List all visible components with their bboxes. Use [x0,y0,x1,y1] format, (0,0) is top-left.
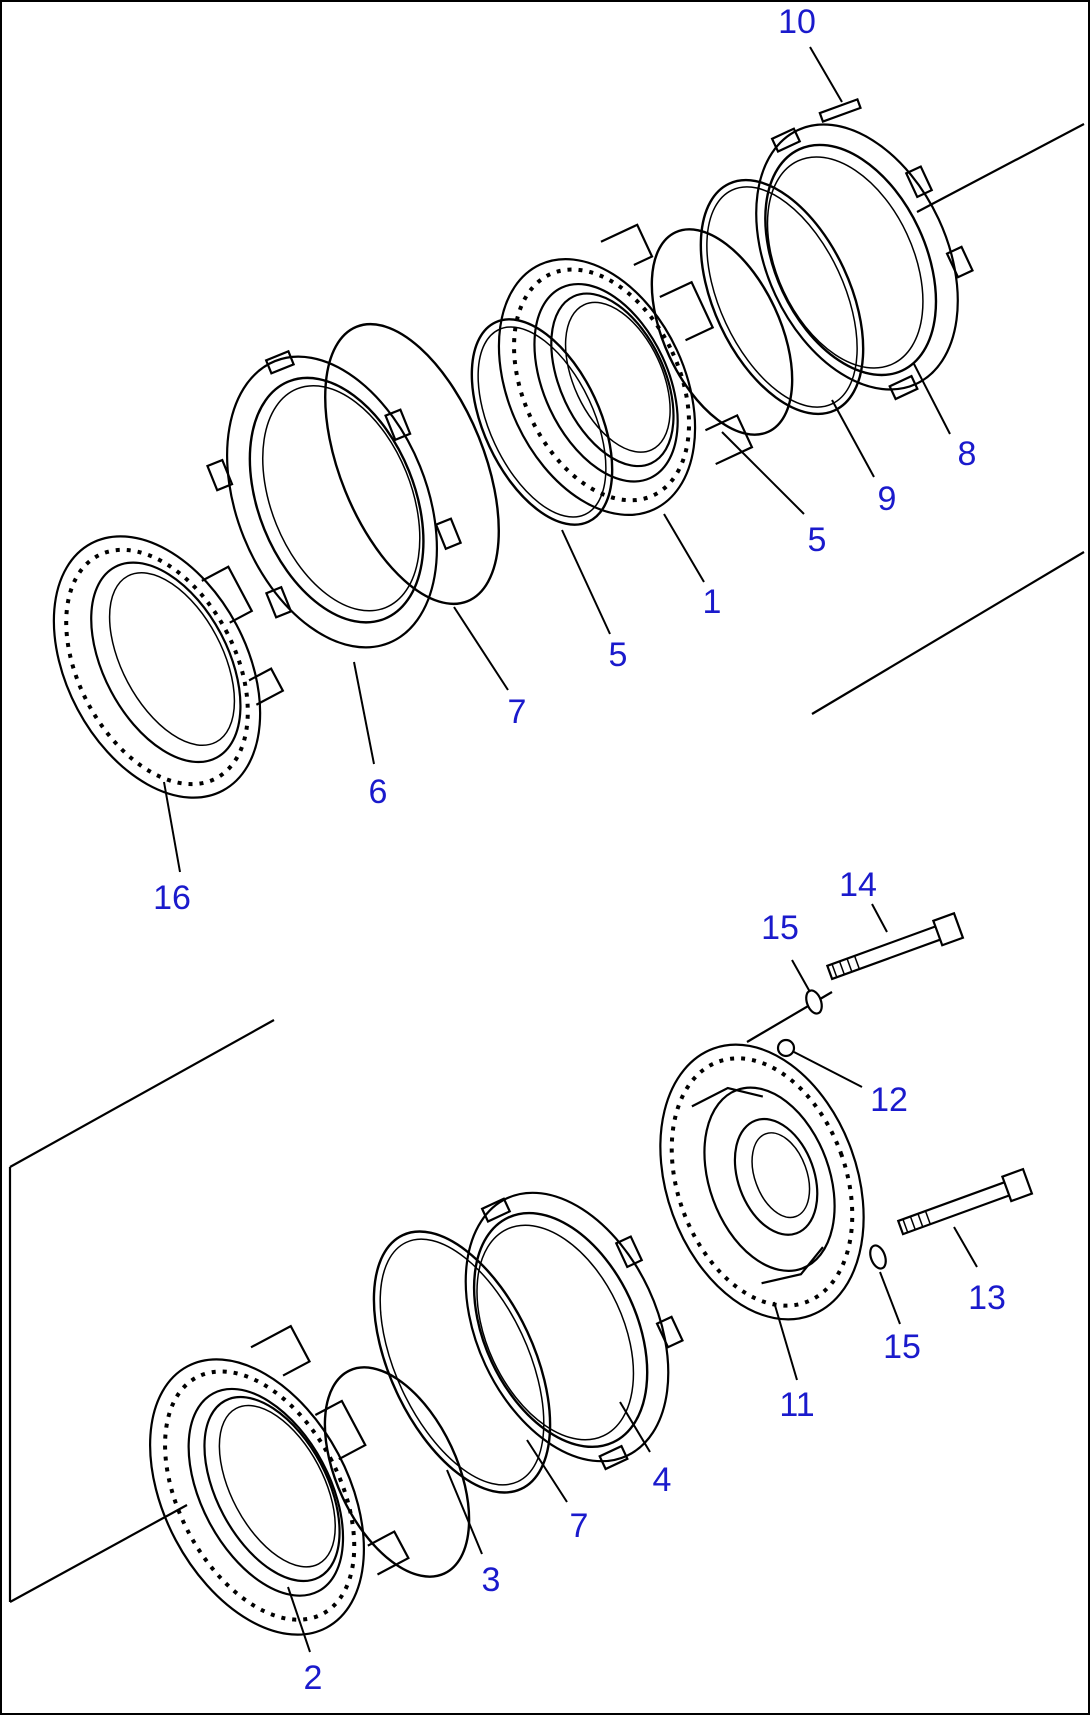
part-15-washer-upper [805,989,823,1015]
leader-5-right [721,431,805,515]
part-1-piston [497,223,754,516]
leader-10 [809,46,843,103]
part-5-ring-left [470,318,614,526]
part-10-pin [818,97,862,123]
callout-12: 12 [870,1081,908,1119]
callout-7-lower: 7 [569,1507,589,1545]
callout-8: 8 [957,435,977,473]
leader-4 [619,1401,651,1453]
part-12-plug [776,1038,796,1058]
callout-15-upper: 15 [761,909,799,947]
callout-5-right: 5 [807,521,827,559]
leader-12 [793,1051,863,1088]
callout-7-upper: 7 [507,693,527,731]
leader-lines [163,46,978,1653]
part-7-ring-lower [372,1230,552,1494]
leader-14 [871,903,888,933]
callout-3: 3 [481,1561,501,1599]
part-9-ring-inner [706,186,858,408]
leader-16 [163,781,181,873]
lower-axis-line-bottom [9,1504,188,1603]
leader-15-lower [879,1271,901,1325]
upper-axis-line-lower [811,551,1085,715]
leader-1 [663,513,705,583]
callout-13: 13 [968,1279,1006,1317]
part-11-cover [659,1043,865,1321]
part-14-bolt [825,911,965,981]
part-4-plate [464,1191,684,1471]
callout-11: 11 [779,1386,815,1424]
callout-14: 14 [839,866,877,904]
part-16-housing [52,535,285,799]
leader-7-upper [453,606,509,691]
callout-10: 10 [778,3,816,41]
callout-15-lower: 15 [883,1328,921,1366]
callout-9: 9 [877,480,897,518]
part-5-ring-right [650,228,794,436]
leader-9 [831,399,875,478]
leader-11 [773,1301,798,1381]
callout-4: 4 [652,1461,672,1499]
part-3-ring [323,1366,471,1578]
callout-16: 16 [153,879,191,917]
leader-8 [913,363,951,435]
leader-2 [287,1586,311,1653]
part-7-ring-upper [324,322,500,606]
part-13-bolt [896,1167,1034,1236]
leader-15-upper [791,959,811,993]
part-7-ring-lower-inner [379,1238,545,1486]
part-2-retainer [149,1324,410,1636]
upper-axis-line-right [916,123,1085,213]
lower-axis-line-upper [9,1019,275,1168]
part-15-washer-lower [869,1244,887,1270]
leader-7-lower [526,1439,568,1503]
callout-5-left: 5 [608,636,628,674]
leader-6 [353,661,375,765]
part-6-plate [206,349,463,649]
callout-1: 1 [702,583,722,621]
part-8-plate [755,123,974,401]
callout-6: 6 [368,773,388,811]
callout-2: 2 [303,1659,323,1697]
part-9-ring [699,178,865,416]
leader-13 [953,1226,978,1268]
leader-5-left [561,529,611,635]
leader-3 [446,1469,483,1555]
